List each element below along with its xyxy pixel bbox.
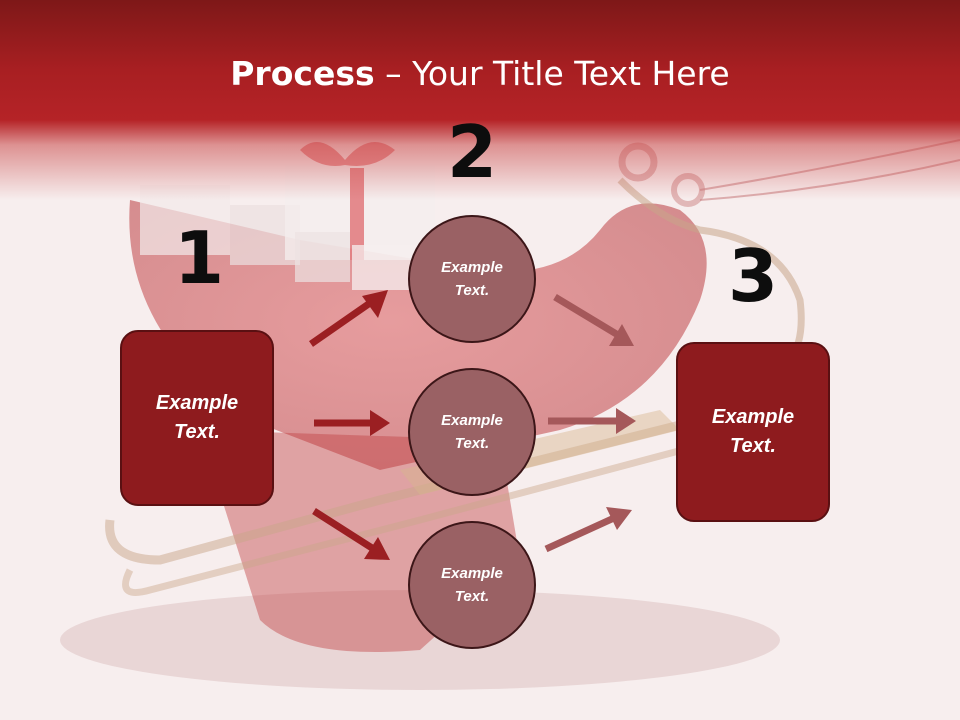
circle-bottom-label: Example Text. bbox=[422, 562, 522, 608]
step-1-box: Example Text. bbox=[120, 330, 274, 506]
slide-title: Process – Your Title Text Here bbox=[0, 52, 960, 96]
circle-bottom-line1: Example bbox=[441, 565, 503, 582]
arrow-to-top-circle bbox=[309, 290, 388, 347]
arrow-to-bottom-circle bbox=[312, 508, 390, 560]
arrow-from-middle-circle bbox=[548, 408, 636, 434]
circle-top-line1: Example bbox=[441, 259, 503, 276]
step-number-3: 3 bbox=[727, 234, 779, 318]
arrow-to-middle-circle bbox=[314, 410, 390, 436]
step-number-1: 1 bbox=[173, 216, 225, 300]
title-bold: Process bbox=[230, 54, 375, 93]
title-rest: Your Title Text Here bbox=[412, 54, 730, 93]
circle-top-line2: Text. bbox=[454, 282, 490, 299]
step-3-label-line2: Text. bbox=[730, 435, 776, 457]
step-2-circle-bottom: Example Text. bbox=[408, 521, 536, 649]
circle-top-label: Example Text. bbox=[422, 256, 522, 302]
step-number-2: 2 bbox=[446, 110, 498, 194]
step-3-label-line1: Example bbox=[711, 406, 795, 428]
step-1-label-line2: Text. bbox=[174, 421, 220, 443]
step-3-box: Example Text. bbox=[676, 342, 830, 522]
step-1-label: Example Text. bbox=[137, 389, 257, 447]
step-2-circle-top: Example Text. bbox=[408, 215, 536, 343]
title-dash: – bbox=[374, 54, 413, 93]
circle-middle-line2: Text. bbox=[454, 435, 490, 452]
header-band bbox=[0, 0, 960, 200]
arrow-from-top-circle bbox=[553, 294, 634, 346]
circle-middle-line1: Example bbox=[441, 412, 503, 429]
circle-bottom-line2: Text. bbox=[454, 588, 490, 605]
step-1-label-line1: Example bbox=[155, 392, 239, 414]
step-3-label: Example Text. bbox=[693, 403, 813, 461]
arrow-from-bottom-circle bbox=[544, 507, 632, 553]
circle-middle-label: Example Text. bbox=[422, 409, 522, 455]
step-2-circle-middle: Example Text. bbox=[408, 368, 536, 496]
